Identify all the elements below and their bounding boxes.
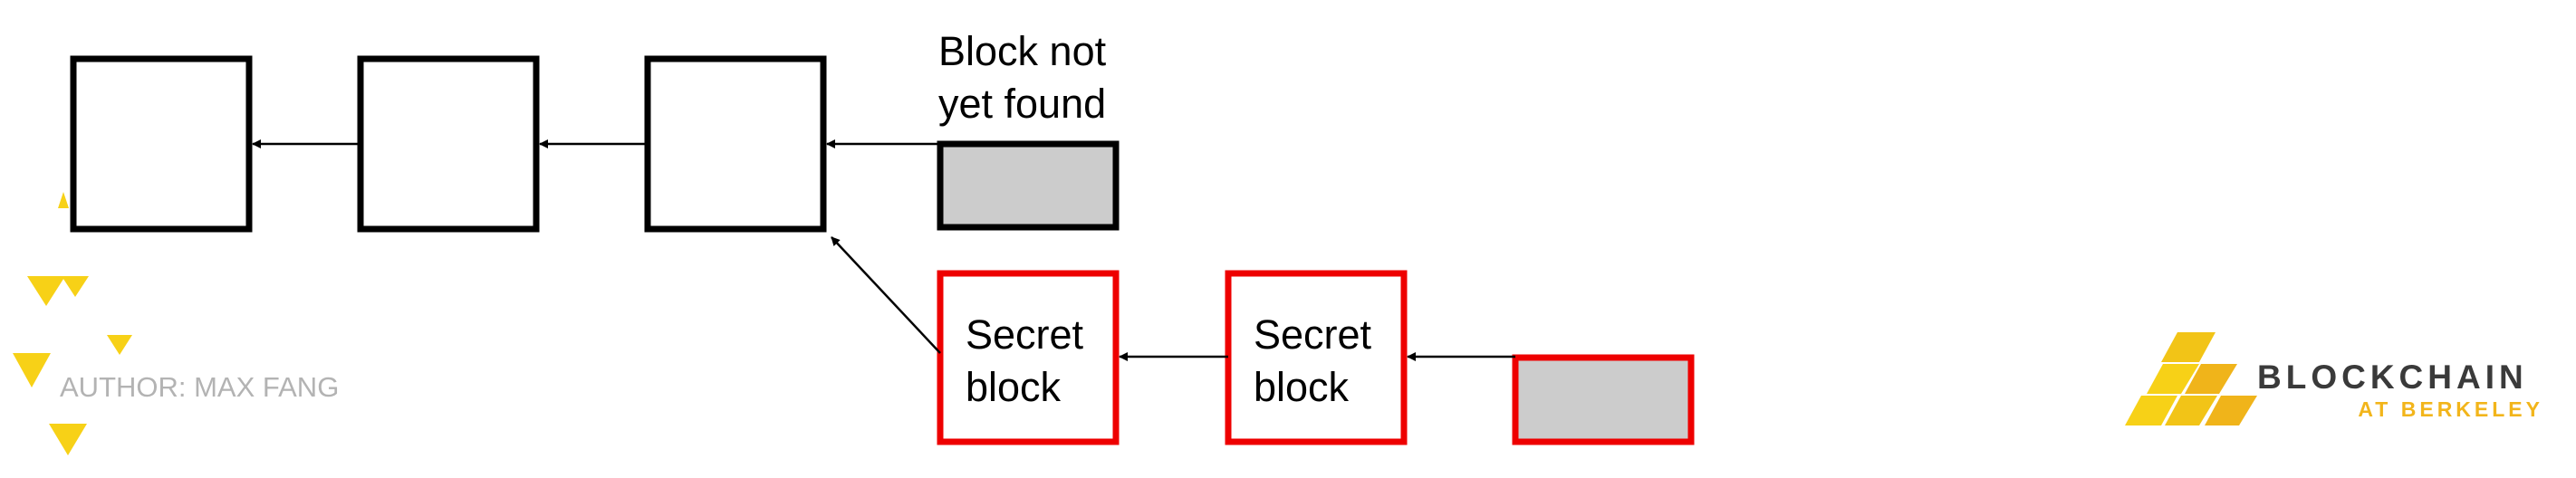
pending-secret-block bbox=[1512, 354, 1695, 445]
chain-block-2 bbox=[357, 55, 540, 233]
secret-block-1-label-line2: block bbox=[966, 364, 1062, 410]
triangle-shape bbox=[58, 192, 69, 208]
secret-block-1 bbox=[937, 270, 1120, 445]
triangle-shape bbox=[27, 276, 65, 306]
logo-name: BLOCKCHAIN bbox=[2257, 358, 2528, 396]
blockchain-at-berkeley-logo: BLOCKCHAIN AT BERKELEY bbox=[2125, 332, 2543, 425]
arrow-secret1-to-block3 bbox=[831, 236, 941, 354]
pending-block-label-line2: yet found bbox=[938, 81, 1106, 127]
author-credit: AUTHOR: MAX FANG bbox=[60, 371, 339, 403]
pending-block-label-line1: Block not bbox=[938, 28, 1107, 74]
chain-block-1 bbox=[70, 55, 253, 233]
triangle-shape bbox=[62, 276, 89, 297]
triangle-shape bbox=[49, 424, 87, 455]
logo-subtitle: AT BERKELEY bbox=[2358, 397, 2543, 421]
secret-block-2 bbox=[1225, 270, 1408, 445]
triangle-shape bbox=[13, 353, 51, 387]
secret-block-1-label-line1: Secret bbox=[966, 311, 1084, 358]
pending-public-block bbox=[937, 140, 1120, 231]
triangle-shape bbox=[107, 335, 132, 355]
secret-block-2-label-line2: block bbox=[1254, 364, 1350, 410]
secret-block-2-label-line1: Secret bbox=[1254, 311, 1372, 358]
hexagon-logo-icon bbox=[2125, 332, 2257, 425]
chain-block-3 bbox=[644, 55, 827, 233]
decorative-triangles bbox=[13, 192, 132, 455]
